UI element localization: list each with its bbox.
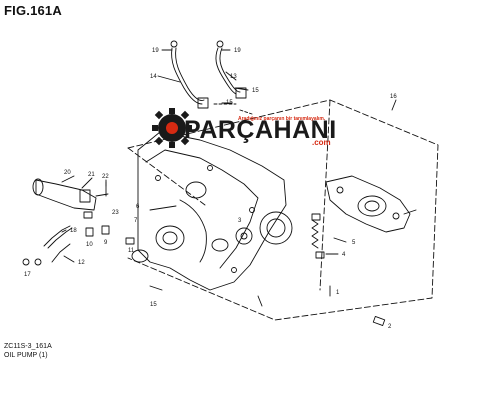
callout-23: 23 bbox=[112, 210, 119, 216]
callout-5: 5 bbox=[352, 240, 356, 246]
callout-12: 12 bbox=[78, 260, 85, 266]
callout-4: 4 bbox=[342, 252, 346, 258]
callout-16: 16 bbox=[390, 94, 397, 100]
assembly-frame bbox=[127, 99, 439, 321]
watermark-brand: PARÇAHANI bbox=[184, 116, 337, 144]
callout-6: 6 bbox=[136, 204, 140, 210]
diagram-code: ZC11S-3_161A bbox=[4, 343, 52, 350]
figure-title: FIG.161A bbox=[4, 3, 62, 18]
callout-10: 10 bbox=[86, 242, 93, 248]
outer-rotor bbox=[259, 211, 293, 245]
callout-19-left: 19 bbox=[152, 48, 159, 54]
callout-3: 3 bbox=[238, 218, 242, 224]
callout-17: 17 bbox=[24, 272, 31, 278]
callout-21: 21 bbox=[88, 172, 95, 178]
relief-spring bbox=[311, 219, 319, 249]
callout-7: 7 bbox=[134, 218, 138, 224]
callout-14: 14 bbox=[150, 74, 157, 80]
oil-pipe-13 bbox=[215, 47, 237, 95]
callout-15-a: 15 bbox=[252, 88, 259, 94]
watermark-domain: .com bbox=[312, 138, 331, 147]
callout-19-right: 19 bbox=[234, 48, 241, 54]
callout-18: 18 bbox=[70, 228, 77, 234]
oil-pipe-14 bbox=[171, 47, 203, 105]
brand-gear-logo bbox=[152, 108, 192, 148]
inner-rotor bbox=[235, 227, 253, 245]
oil-pipe-12 bbox=[43, 225, 71, 247]
callout-15-b: 15 bbox=[226, 100, 233, 106]
timing-cover bbox=[137, 131, 287, 291]
callout-22: 22 bbox=[102, 174, 109, 180]
callout-1: 1 bbox=[336, 290, 340, 296]
oil-control-valve bbox=[35, 179, 97, 211]
callout-2: 2 bbox=[388, 324, 392, 330]
watermark-tagline: Aradığınız parçanın bir tanımlayalım. bbox=[238, 116, 326, 122]
oil-pump-case bbox=[325, 175, 411, 233]
callout-15-bottom: 15 bbox=[150, 302, 157, 308]
callout-13: 13 bbox=[230, 74, 237, 80]
callout-11: 11 bbox=[128, 248, 135, 254]
diagram-caption: ZC11S-3_161A OIL PUMP (1) bbox=[4, 342, 52, 360]
diagram-subtitle: OIL PUMP (1) bbox=[4, 352, 48, 359]
bolt-2 bbox=[372, 316, 386, 326]
callout-20: 20 bbox=[64, 170, 71, 176]
callout-9: 9 bbox=[104, 240, 108, 246]
